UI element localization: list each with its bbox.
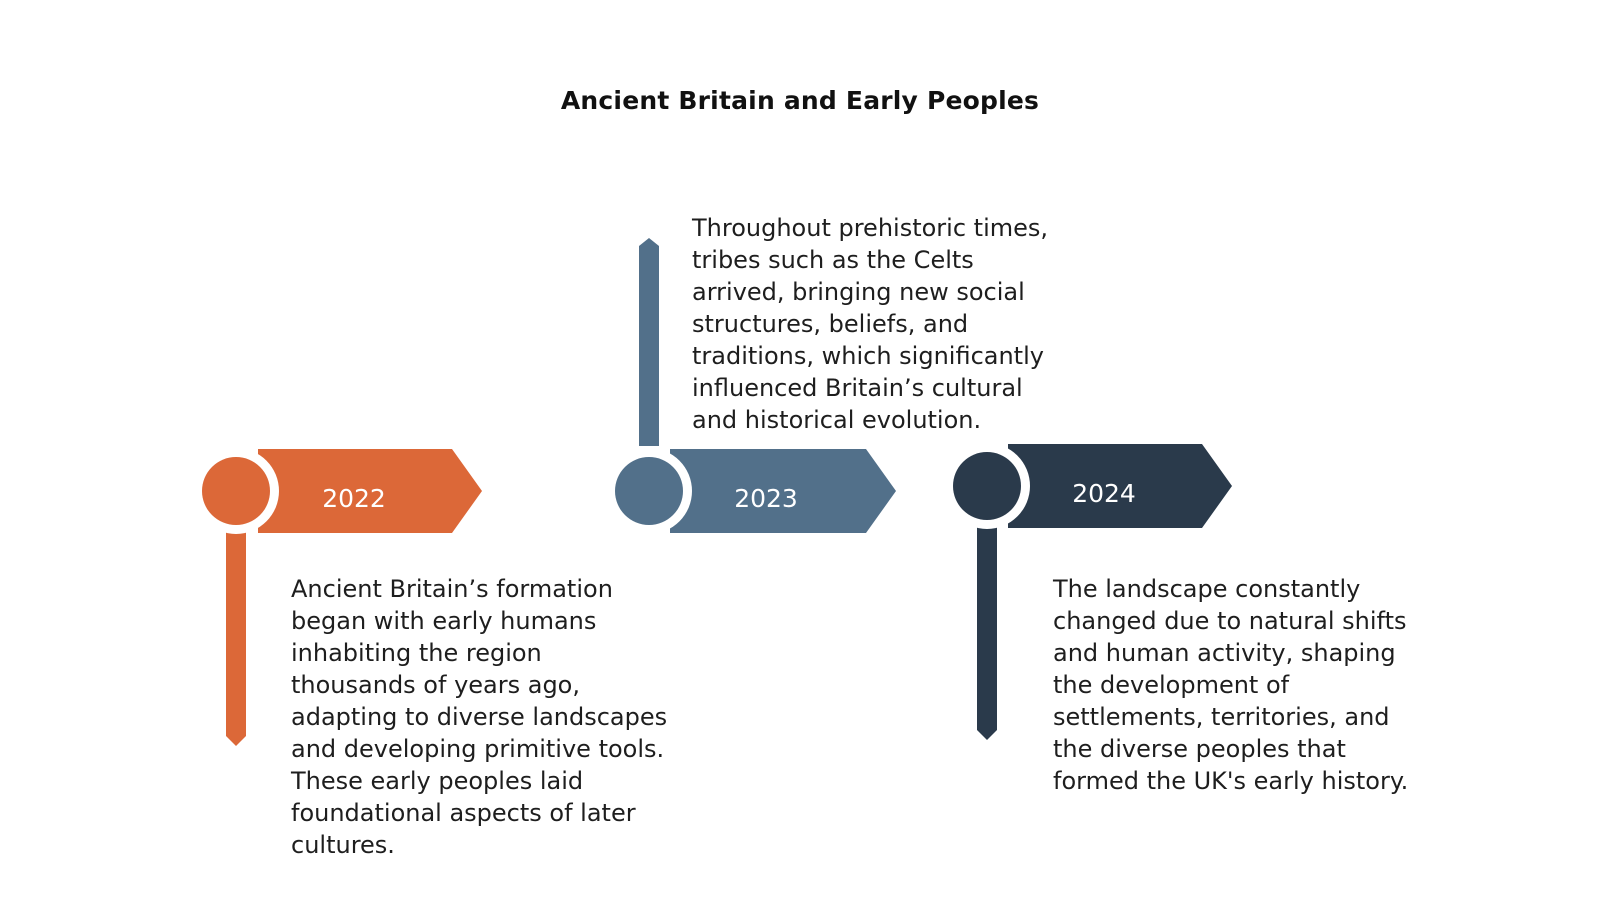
milestone-2023-arrow (670, 449, 896, 533)
milestone-2023-node (615, 457, 683, 525)
milestone-2024-node (953, 452, 1021, 520)
milestone-2024-arrow (1008, 444, 1232, 528)
milestone-2024: 2024 (944, 443, 1232, 740)
milestone-2023-stem (639, 238, 659, 446)
milestone-2022-stem (226, 526, 246, 746)
milestone-2022-node (202, 457, 270, 525)
diagram-title: Ancient Britain and Early Peoples (560, 86, 1040, 115)
milestone-2024-stem (977, 520, 997, 740)
milestone-2022-year: 2022 (322, 484, 386, 513)
milestone-2024-year: 2024 (1072, 479, 1136, 508)
milestone-2022-arrow (258, 449, 482, 533)
milestone-2022: 2022 (193, 448, 482, 746)
milestone-2024-description: The landscape constantly changed due to … (1053, 575, 1409, 795)
milestone-2023-year: 2023 (734, 484, 798, 513)
milestone-2023-description: Throughout prehistoric times, tribes suc… (692, 214, 1049, 434)
milestone-2022-description: Ancient Britain’s formation began with e… (291, 575, 668, 859)
milestone-2023: 2023 (606, 238, 896, 534)
